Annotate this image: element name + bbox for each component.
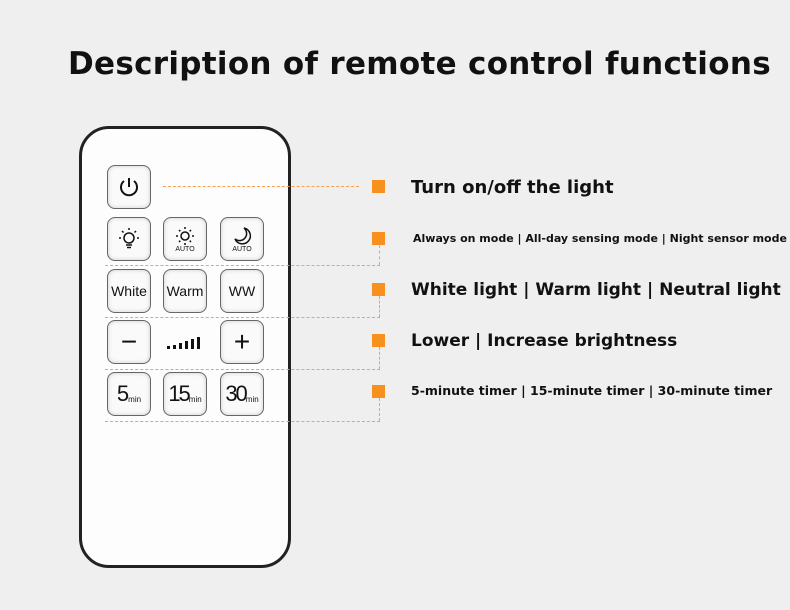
all-day-sensing-button[interactable]: AUTO [163, 217, 207, 261]
power-icon [120, 178, 138, 197]
moon-icon [234, 226, 252, 245]
connector-line [379, 296, 380, 317]
bullet-marker [372, 334, 385, 347]
min-label: min [128, 394, 142, 404]
always-on-button[interactable] [107, 217, 151, 261]
increase-brightness-button[interactable]: + [220, 320, 264, 364]
function-timer: 5-minute timer | 15-minute timer | 30-mi… [411, 383, 773, 398]
min-label: min [245, 394, 259, 404]
decrease-brightness-button[interactable]: − [107, 320, 151, 364]
function-power: Turn on/off the light [411, 177, 614, 198]
timer-value: 30 [225, 381, 248, 406]
connector-line [105, 317, 380, 318]
minus-icon: − [120, 326, 138, 357]
connector-line [163, 186, 359, 187]
function-modes: Always on mode | All-day sensing mode | … [413, 232, 787, 245]
function-brightness: Lower | Increase brightness [411, 331, 678, 351]
connector-line [105, 369, 380, 370]
timer-value: 5 [116, 381, 129, 406]
timer-value: 15 [168, 381, 191, 406]
connector-line [379, 245, 380, 265]
night-sensor-button[interactable]: AUTO [220, 217, 264, 261]
sun-icon [176, 226, 194, 245]
auto-label: AUTO [175, 245, 195, 253]
connector-line [105, 421, 380, 422]
auto-label: AUTO [232, 245, 252, 253]
bullet-marker [372, 385, 385, 398]
bullet-marker [372, 283, 385, 296]
page-title: Description of remote control functions [68, 46, 771, 82]
bulb-icon [119, 228, 139, 249]
warm-button[interactable]: Warm [163, 269, 207, 313]
ww-button[interactable]: WW [220, 269, 264, 313]
connector-line [379, 398, 380, 421]
bullet-marker [372, 232, 385, 245]
function-color: White light | Warm light | Neutral light [411, 280, 781, 300]
min-label: min [188, 394, 202, 404]
white-button[interactable]: White [107, 269, 151, 313]
power-button[interactable] [107, 165, 151, 209]
connector-line [105, 265, 380, 266]
plus-icon: + [233, 326, 251, 357]
brightness-level-icon [167, 337, 200, 349]
connector-line [379, 347, 380, 369]
bullet-marker [372, 180, 385, 193]
